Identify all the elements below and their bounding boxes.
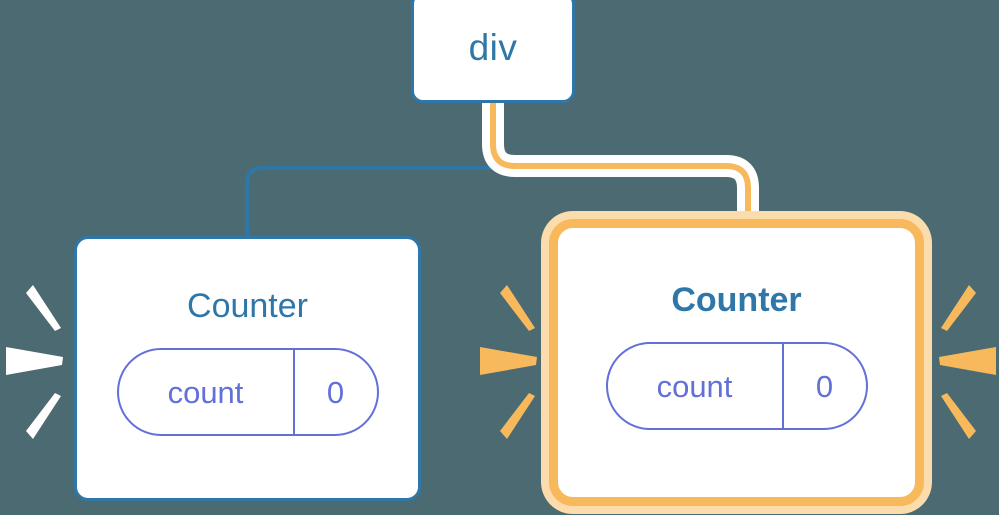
counter-right-state-pill: count 0 [605, 342, 868, 430]
node-counter-left[interactable]: Counter count 0 [74, 236, 421, 501]
spark-lower-icon [26, 393, 61, 439]
counter-right-title: Counter [671, 281, 802, 319]
edge-div-to-counter-right-halo [482, 103, 759, 233]
spark-upper-icon [941, 285, 976, 331]
spark-lower-icon [941, 393, 976, 439]
node-div[interactable]: div [411, 0, 575, 103]
counter-left-state-key: count [119, 350, 295, 434]
spark-middle-icon [939, 347, 996, 375]
node-div-label: div [468, 27, 518, 68]
spark-middle-icon [6, 347, 63, 375]
spark-upper-icon [26, 285, 61, 331]
sparkles-counter-right-outer [932, 283, 996, 443]
counter-left-state-pill: count 0 [116, 348, 379, 436]
node-counter-right[interactable]: Counter count 0 [549, 219, 924, 506]
sparkles-counter-left [6, 283, 70, 443]
edge-div-to-counter-right [490, 103, 751, 233]
counter-left-state-value: 0 [326, 374, 345, 410]
spark-upper-icon [500, 285, 535, 331]
counter-right-state-key: count [608, 344, 784, 428]
sparkles-counter-right-inner [480, 283, 544, 443]
counter-left-title: Counter [187, 287, 308, 325]
spark-lower-icon [500, 393, 535, 439]
spark-middle-icon [480, 347, 537, 375]
edge-div-to-counter-left [245, 101, 495, 238]
counter-right-state-value: 0 [815, 368, 834, 404]
